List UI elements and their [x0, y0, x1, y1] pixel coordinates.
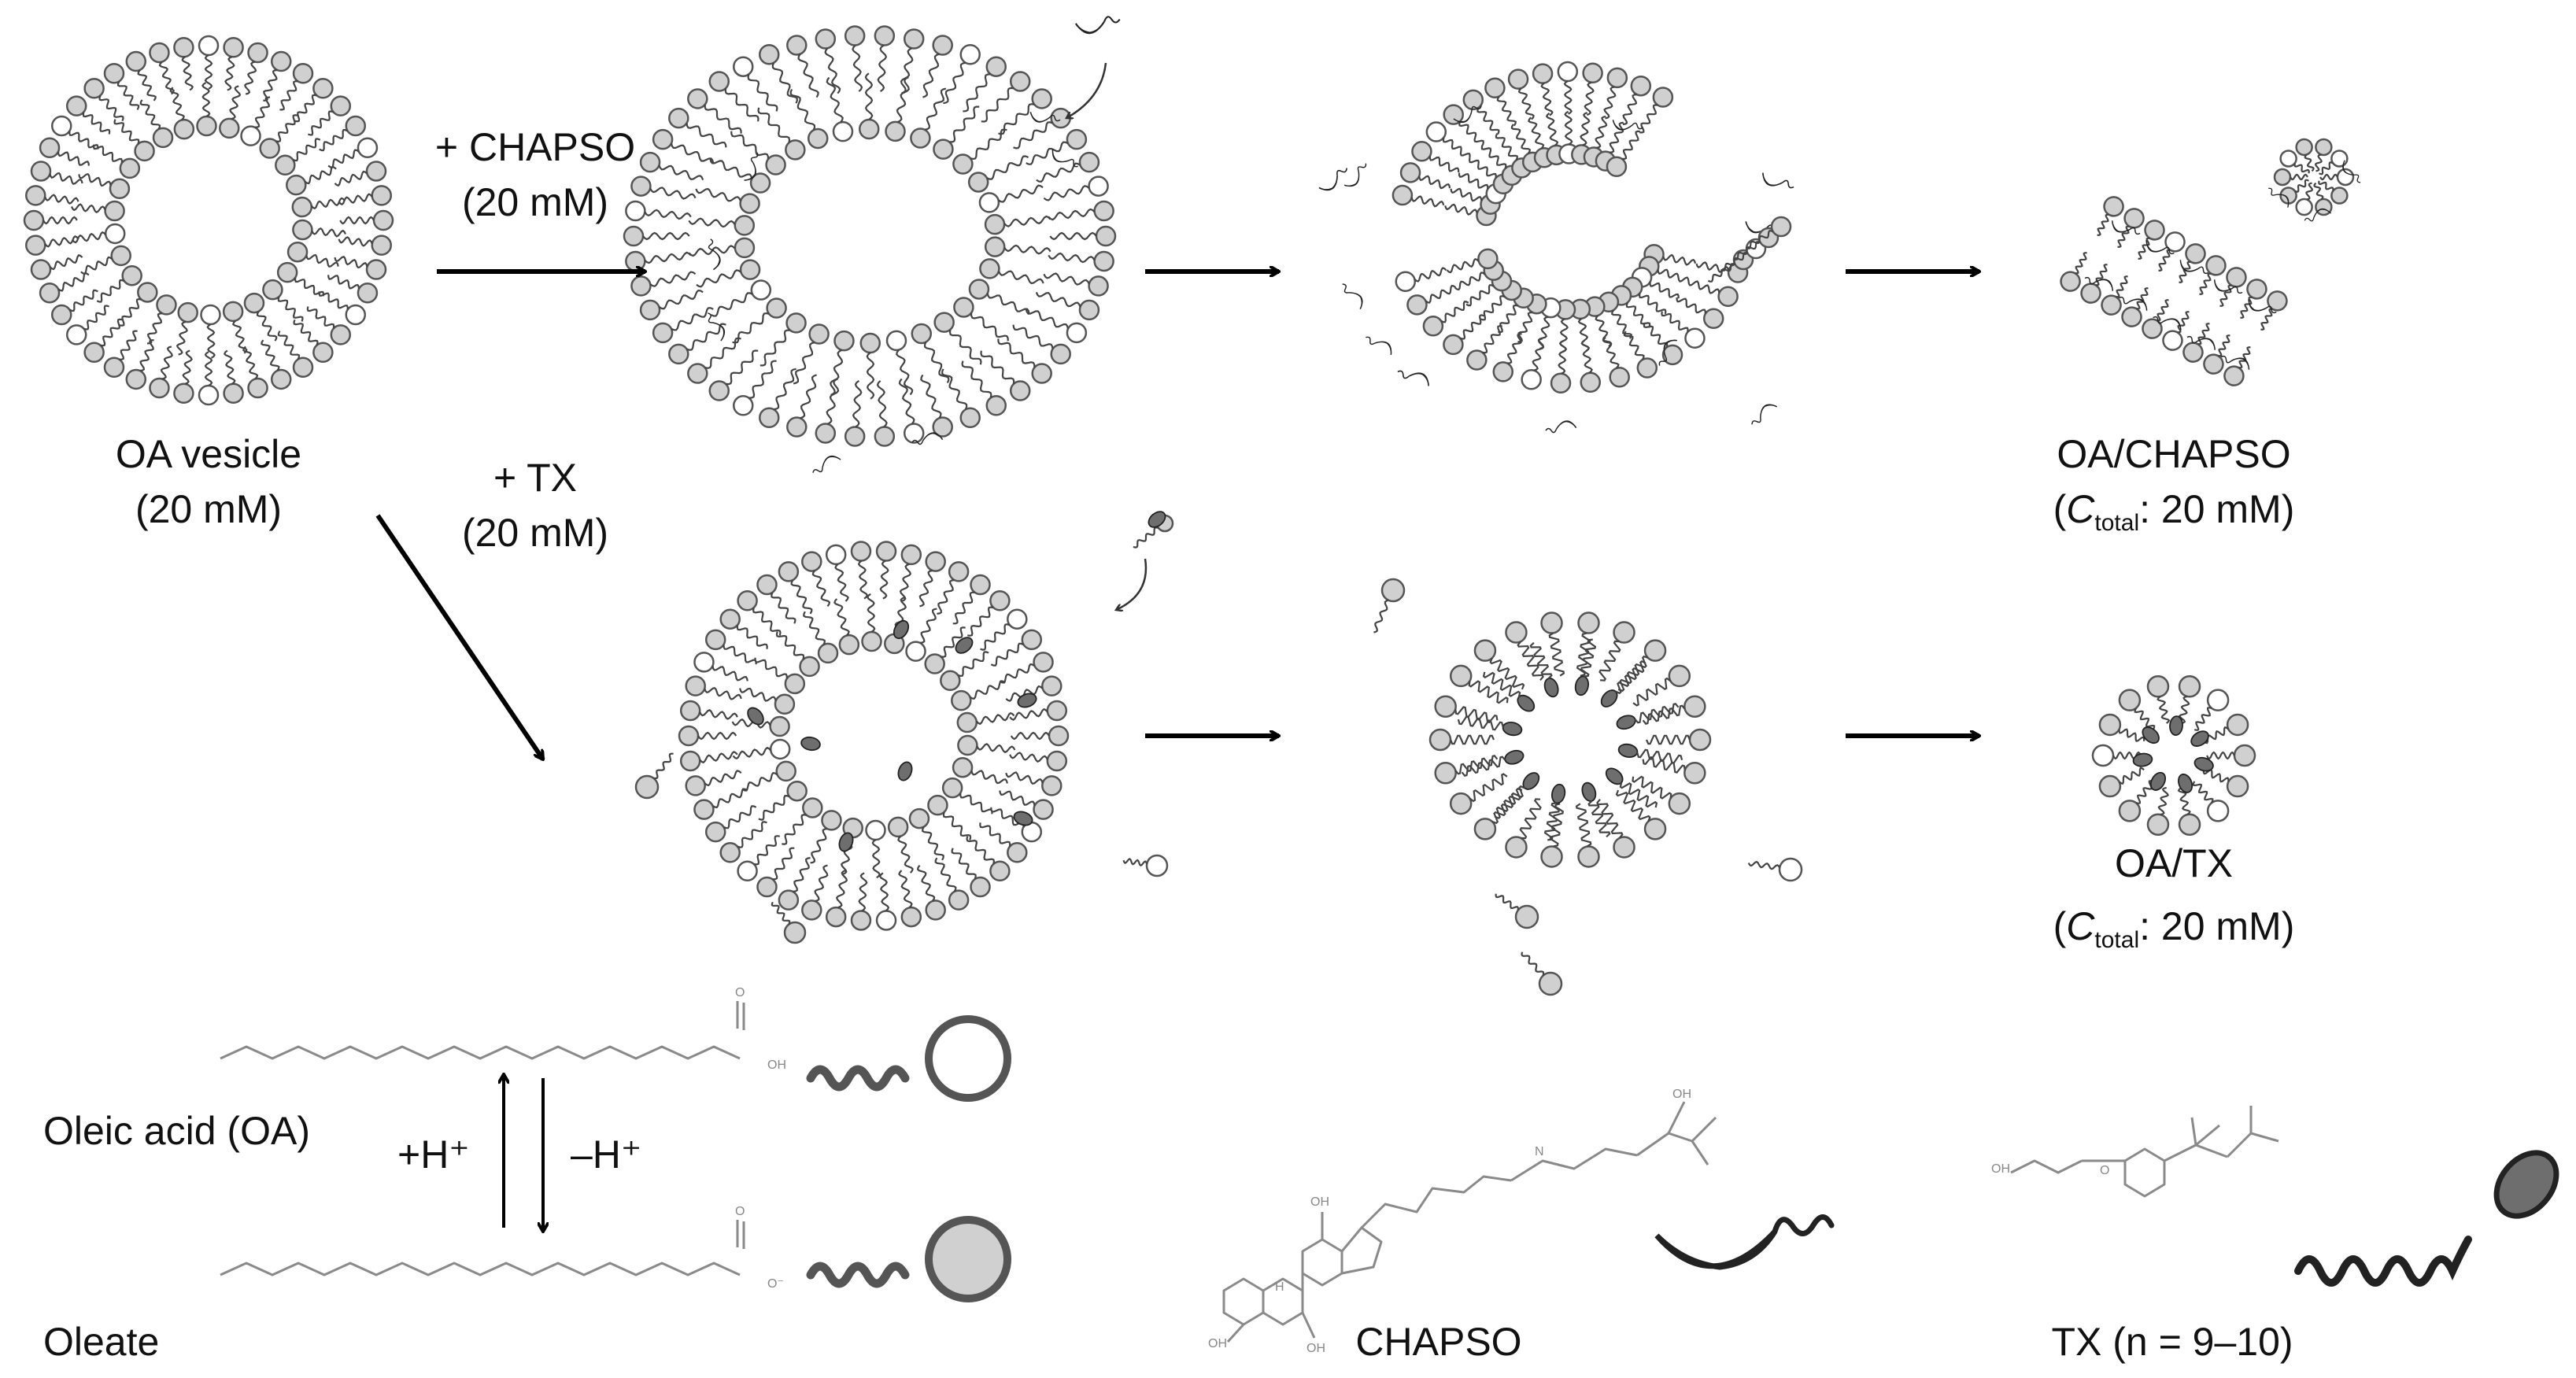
aggregates-layer	[23, 25, 2361, 931]
add-chapso-conc: (20 mM)	[461, 180, 609, 224]
equilibrium-arrows	[504, 1074, 543, 1232]
chapso-h: H	[1275, 1280, 1284, 1294]
add-tx-conc: (20 mM)	[461, 511, 609, 555]
c-total-subscript: total	[2094, 510, 2140, 536]
oleate-symbol	[806, 1216, 1011, 1302]
chapso-oh-4: OH	[1672, 1088, 1691, 1101]
oa-tx-conc: (Ctotal: 20 mM)	[2053, 904, 2295, 953]
chapso-o-3: OH	[1306, 1342, 1325, 1355]
tx-structure: OH O	[1991, 1106, 2279, 1198]
tx-symbol	[2294, 1150, 2559, 1287]
oleate-carbonyl-o: O	[735, 1205, 745, 1218]
add-chapso-label: + CHAPSO	[434, 125, 636, 169]
c-total-value: : 20 mM)	[2139, 487, 2295, 531]
chapso-symbol	[1654, 1214, 1835, 1270]
chapso-structure: OH OH OH N OH H	[1208, 1088, 1717, 1355]
oa-hydroxyl: OH	[767, 1058, 786, 1072]
oa-carbonyl-o: O	[735, 986, 745, 999]
oleate-label: Oleate	[43, 1320, 160, 1364]
arrow-add-tx	[375, 514, 545, 759]
c-total-symbol: C	[2066, 904, 2095, 948]
chapso-label: CHAPSO	[1355, 1320, 1522, 1364]
chapso-n: N	[1535, 1145, 1544, 1158]
free-molecules-layer	[634, 16, 1803, 996]
oleic-acid-label: Oleic acid (OA)	[43, 1109, 310, 1153]
tx-label: TX (n = 9–10)	[2051, 1320, 2293, 1364]
protonation-label: +H⁺	[397, 1132, 470, 1177]
arrow-tx-insert	[1116, 558, 1148, 610]
process-arrows	[375, 62, 1979, 759]
deprotonation-label: –H⁺	[571, 1132, 642, 1177]
chapso-o-1: OH	[1208, 1337, 1227, 1350]
tx-ether-o: O	[2100, 1164, 2109, 1177]
chapso-o-2: OH	[1310, 1195, 1329, 1209]
oa-chapso-label: OA/CHAPSO	[2057, 432, 2291, 476]
arrow-chapso-insert	[1066, 62, 1107, 118]
oleate-structure: O O⁻	[220, 1205, 784, 1291]
c-total-value: : 20 mM)	[2139, 904, 2295, 948]
oleic-acid-structure: O OH	[220, 986, 786, 1072]
oa-vesicle-label: OA vesicle	[115, 432, 302, 476]
add-tx-label: + TX	[493, 456, 578, 500]
c-total-symbol: C	[2066, 487, 2095, 531]
tx-terminal-oh: OH	[1991, 1162, 2010, 1176]
c-total-subscript: total	[2094, 927, 2140, 953]
oa-vesicle-conc: (20 mM)	[135, 487, 283, 531]
oleic-acid-symbol	[806, 1015, 1011, 1102]
oa-chapso-conc: (Ctotal: 20 mM)	[2053, 487, 2295, 536]
oleate-o-minus: O⁻	[767, 1277, 784, 1291]
oa-tx-label: OA/TX	[2114, 841, 2234, 885]
